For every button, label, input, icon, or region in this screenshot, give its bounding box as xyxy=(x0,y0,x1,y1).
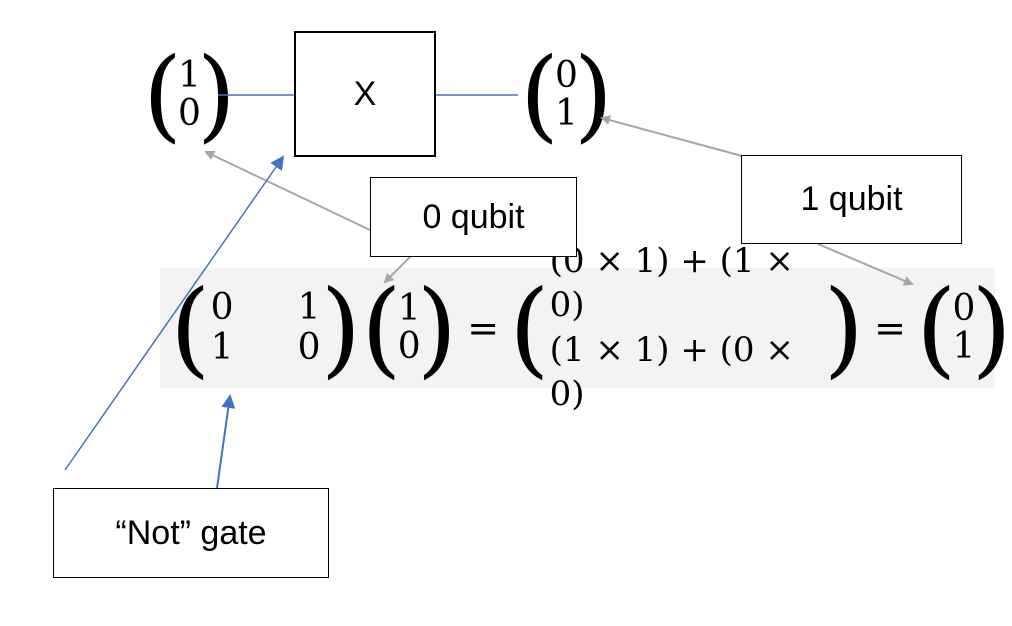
one-qubit-arrow-to-result xyxy=(817,243,914,286)
equation-expansion: (0 × 1) + (1 × 0) (1 × 1) + (0 × 0) xyxy=(550,239,824,416)
not-matrix: 0 1 1 0 xyxy=(211,288,321,367)
equals-sign-2: = xyxy=(874,305,906,350)
equals-sign-1: = xyxy=(467,305,500,350)
equation-vector: 1 0 xyxy=(397,287,421,367)
input-vector-bottom: 0 xyxy=(178,93,201,134)
expansion-row2: (1 × 1) + (0 × 0) xyxy=(549,329,794,414)
output-vector-top: 0 xyxy=(555,55,578,97)
matrix-r1c2: 1 xyxy=(297,286,321,328)
not-gate-label: “Not” gate xyxy=(53,488,329,578)
equation-vector-bottom: 0 xyxy=(397,325,421,367)
not-gate-arrow-to-matrix xyxy=(216,394,236,489)
matrix-r2c1: 1 xyxy=(210,326,234,368)
zero-qubit-arrow-to-input xyxy=(204,150,371,231)
one-qubit-label: 1 qubit xyxy=(741,155,962,244)
result-vector-top: 0 xyxy=(952,287,976,329)
matrix-r1c1: 0 xyxy=(210,286,234,328)
gate-label: X xyxy=(353,74,377,113)
result-vector: 0 1 xyxy=(952,287,976,367)
equation: ( 0 1 1 0 ) ( 1 0 ) = ( (0 × 1) + (1 × 0… xyxy=(170,241,1012,414)
output-vector: ( 0 1 ) xyxy=(520,36,613,153)
zero-qubit-label: 0 qubit xyxy=(370,177,577,257)
equation-panel xyxy=(160,268,995,388)
x-gate-box: X xyxy=(294,31,436,157)
output-vector-bottom: 1 xyxy=(555,93,578,134)
not-gate-arrow-to-gate xyxy=(64,155,285,471)
not-gate-label-text: “Not” gate xyxy=(115,513,267,552)
one-qubit-label-text: 1 qubit xyxy=(800,180,903,218)
input-vector-top: 1 xyxy=(178,55,201,97)
one-qubit-arrow-to-output xyxy=(600,115,743,157)
expansion-row1: (0 × 1) + (1 × 0) xyxy=(549,241,794,326)
equation-vector-top: 1 xyxy=(397,287,421,329)
zero-qubit-label-text: 0 qubit xyxy=(422,197,525,236)
matrix-r2c2: 0 xyxy=(297,326,321,368)
zero-qubit-arrow-to-vector xyxy=(383,251,416,284)
result-vector-bottom: 1 xyxy=(952,325,976,367)
